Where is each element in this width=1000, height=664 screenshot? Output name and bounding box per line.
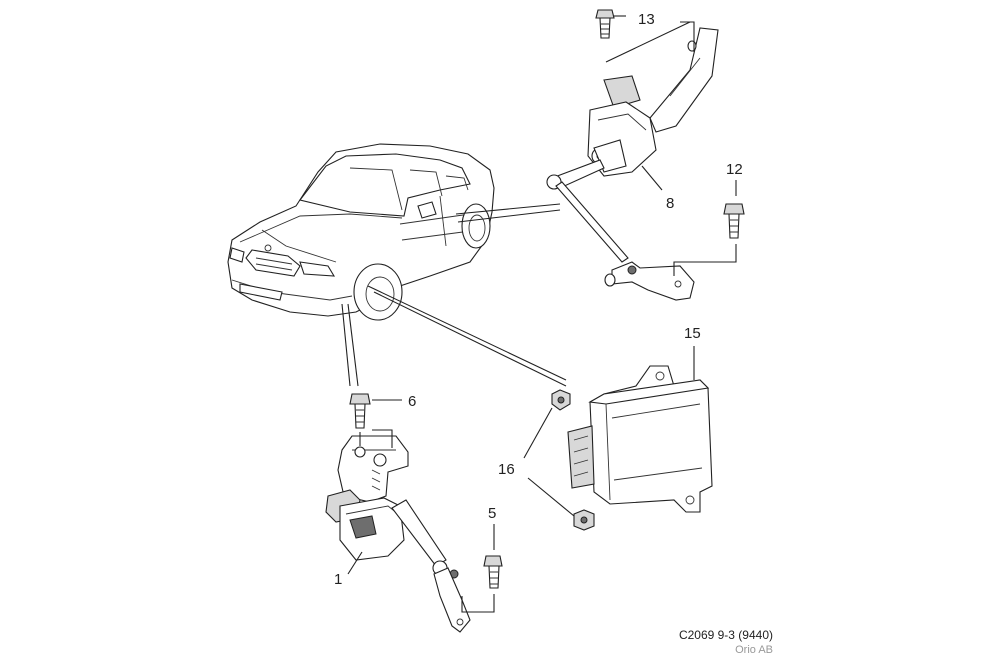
leader-13 xyxy=(605,15,695,63)
leader-12 xyxy=(673,180,737,276)
leader-5 xyxy=(461,524,495,613)
callout-12: 12 xyxy=(726,161,743,178)
callout-13: 13 xyxy=(638,11,655,28)
diagram-code: C2069 9-3 (9440) xyxy=(678,628,773,642)
callout-8: 8 xyxy=(666,195,674,212)
callout-16: 16 xyxy=(498,461,515,478)
diagram-caption: C2069 9-3 (9440) Orio AB xyxy=(679,627,773,657)
bolt-6 xyxy=(349,393,371,429)
bolt-5 xyxy=(483,555,503,589)
car-illustration xyxy=(227,143,495,321)
car-leader-lines xyxy=(341,203,567,387)
bolt-13 xyxy=(595,9,615,39)
leader-6 xyxy=(359,399,402,448)
callout-15: 15 xyxy=(684,325,701,342)
callout-labels: 13 12 8 15 6 16 5 1 xyxy=(334,11,743,588)
leader-16 xyxy=(523,407,575,517)
rear-level-sensor xyxy=(546,27,719,301)
bolt-12 xyxy=(723,203,745,239)
callout-1: 1 xyxy=(334,571,342,588)
callout-5: 5 xyxy=(488,505,496,522)
nut-16-lower xyxy=(573,509,595,531)
organization-name: Orio AB xyxy=(735,644,773,656)
leader-1 xyxy=(347,551,363,575)
leader-8 xyxy=(641,165,663,191)
nut-16-upper xyxy=(551,389,571,411)
control-module xyxy=(567,365,713,513)
front-level-sensor xyxy=(325,435,471,633)
callout-6: 6 xyxy=(408,393,416,410)
